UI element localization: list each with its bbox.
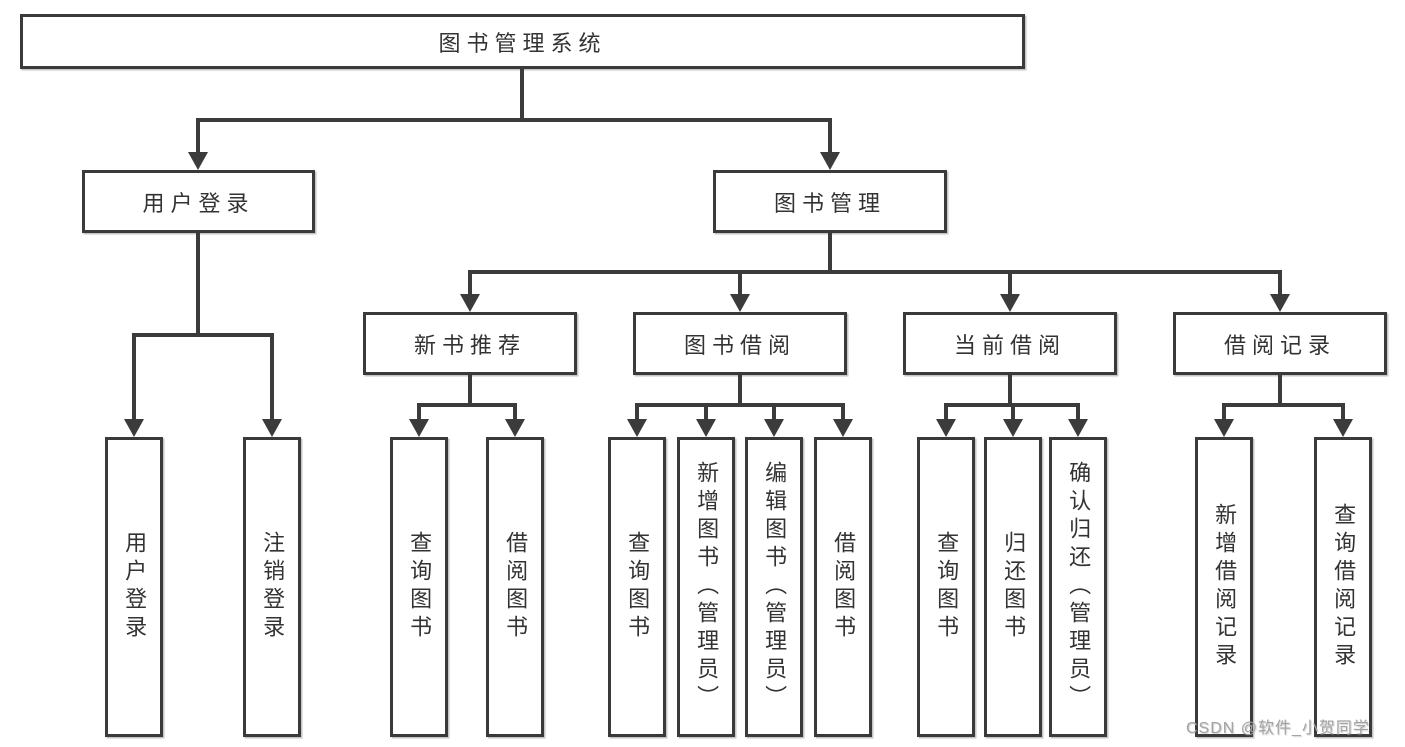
- leaf-query-book-current: 查询图书: [917, 437, 975, 737]
- node-new-book-recommend: 新书推荐: [363, 312, 577, 375]
- node-user-login: 用户登录: [82, 170, 315, 233]
- arrowhead-down-icon: [188, 152, 208, 170]
- connector-group2-child2: [704, 403, 708, 421]
- connector-group3-child3: [1076, 403, 1080, 421]
- node-borrowing-records: 借阅记录: [1173, 312, 1387, 375]
- connector-user-stem: [196, 233, 200, 335]
- arrowhead-down-icon: [460, 294, 480, 312]
- arrowhead-down-icon: [696, 419, 716, 437]
- leaf-borrow-book-recommend: 借阅图书: [486, 437, 544, 737]
- leaf-user-login: 用户登录: [105, 437, 163, 737]
- leaf-add-borrow-record: 新增借阅记录: [1195, 437, 1253, 737]
- arrowhead-down-icon: [1003, 419, 1023, 437]
- arrowhead-down-icon: [409, 419, 429, 437]
- node-book-management: 图书管理: [713, 170, 947, 233]
- arrowhead-down-icon: [936, 419, 956, 437]
- leaf-query-borrow-record: 查询借阅记录: [1314, 437, 1372, 737]
- arrowhead-down-icon: [505, 419, 525, 437]
- arrowhead-down-icon: [262, 419, 282, 437]
- arrowhead-down-icon: [833, 419, 853, 437]
- node-root-label: 图书管理系统: [438, 30, 607, 56]
- node-book-management-label: 图书管理: [773, 190, 886, 216]
- connector-group1-split: [417, 403, 517, 407]
- connector-group4-child2: [1341, 403, 1345, 421]
- connector-to-borrowing-records: [1278, 270, 1282, 296]
- connector-group1-child1: [417, 403, 421, 421]
- arrowhead-down-icon: [820, 152, 840, 170]
- connector-user-split: [132, 333, 274, 337]
- leaf-query-book-borrowing: 查询图书: [608, 437, 666, 737]
- connector-group2-stem: [738, 375, 742, 406]
- connector-to-leaf-user-login: [132, 333, 136, 421]
- arrowhead-down-icon: [730, 294, 750, 312]
- connector-to-current-borrowing: [1008, 270, 1012, 296]
- connector-group4-split: [1222, 403, 1345, 407]
- arrowhead-down-icon: [1270, 294, 1290, 312]
- connector-to-book-management: [828, 118, 832, 154]
- connector-group1-stem: [468, 375, 472, 406]
- connector-group3-child1: [944, 403, 948, 421]
- leaf-return-book: 归还图书: [984, 437, 1042, 737]
- leaf-edit-book-admin: 编辑图书（管理员）: [745, 437, 803, 737]
- connector-mgmt-split: [468, 270, 1282, 274]
- connector-group3-child2: [1011, 403, 1015, 421]
- connector-group2-child4: [841, 403, 845, 421]
- connector-group2-child3: [772, 403, 776, 421]
- connector-group4-stem: [1278, 375, 1282, 406]
- csdn-watermark: CSDN @软件_小贺同学: [1186, 720, 1370, 737]
- node-current-borrowing: 当前借阅: [903, 312, 1117, 375]
- node-root: 图书管理系统: [20, 14, 1025, 69]
- connector-root-stem: [520, 67, 524, 120]
- connector-to-leaf-logout: [270, 333, 274, 421]
- connector-group2-split: [635, 403, 845, 407]
- node-user-login-label: 用户登录: [142, 190, 255, 216]
- node-book-borrowing: 图书借阅: [633, 312, 847, 375]
- leaf-add-book-admin: 新增图书（管理员）: [677, 437, 735, 737]
- connector-to-book-borrowing: [738, 270, 742, 296]
- connector-to-user-login: [196, 118, 200, 154]
- arrowhead-down-icon: [764, 419, 784, 437]
- arrowhead-down-icon: [1214, 419, 1234, 437]
- leaf-confirm-return-admin: 确认归还（管理员）: [1049, 437, 1107, 737]
- leaf-logout: 注销登录: [243, 437, 301, 737]
- leaf-query-book-recommend: 查询图书: [390, 437, 448, 737]
- connector-group1-child2: [513, 403, 517, 421]
- arrowhead-down-icon: [627, 419, 647, 437]
- node-borrowing-records-label: 借阅记录: [1223, 332, 1336, 358]
- node-book-borrowing-label: 图书借阅: [683, 332, 796, 358]
- connector-to-new-book: [468, 270, 472, 296]
- arrowhead-down-icon: [1068, 419, 1088, 437]
- connector-group2-child1: [635, 403, 639, 421]
- connector-root-split: [197, 118, 832, 122]
- arrowhead-down-icon: [124, 419, 144, 437]
- leaf-borrow-book-borrowing: 借阅图书: [814, 437, 872, 737]
- connector-group4-child1: [1222, 403, 1226, 421]
- connector-group3-stem: [1008, 375, 1012, 406]
- arrowhead-down-icon: [1333, 419, 1353, 437]
- node-current-borrowing-label: 当前借阅: [953, 332, 1066, 358]
- arrowhead-down-icon: [1000, 294, 1020, 312]
- node-new-book-recommend-label: 新书推荐: [413, 332, 526, 358]
- connector-mgmt-stem: [828, 233, 832, 274]
